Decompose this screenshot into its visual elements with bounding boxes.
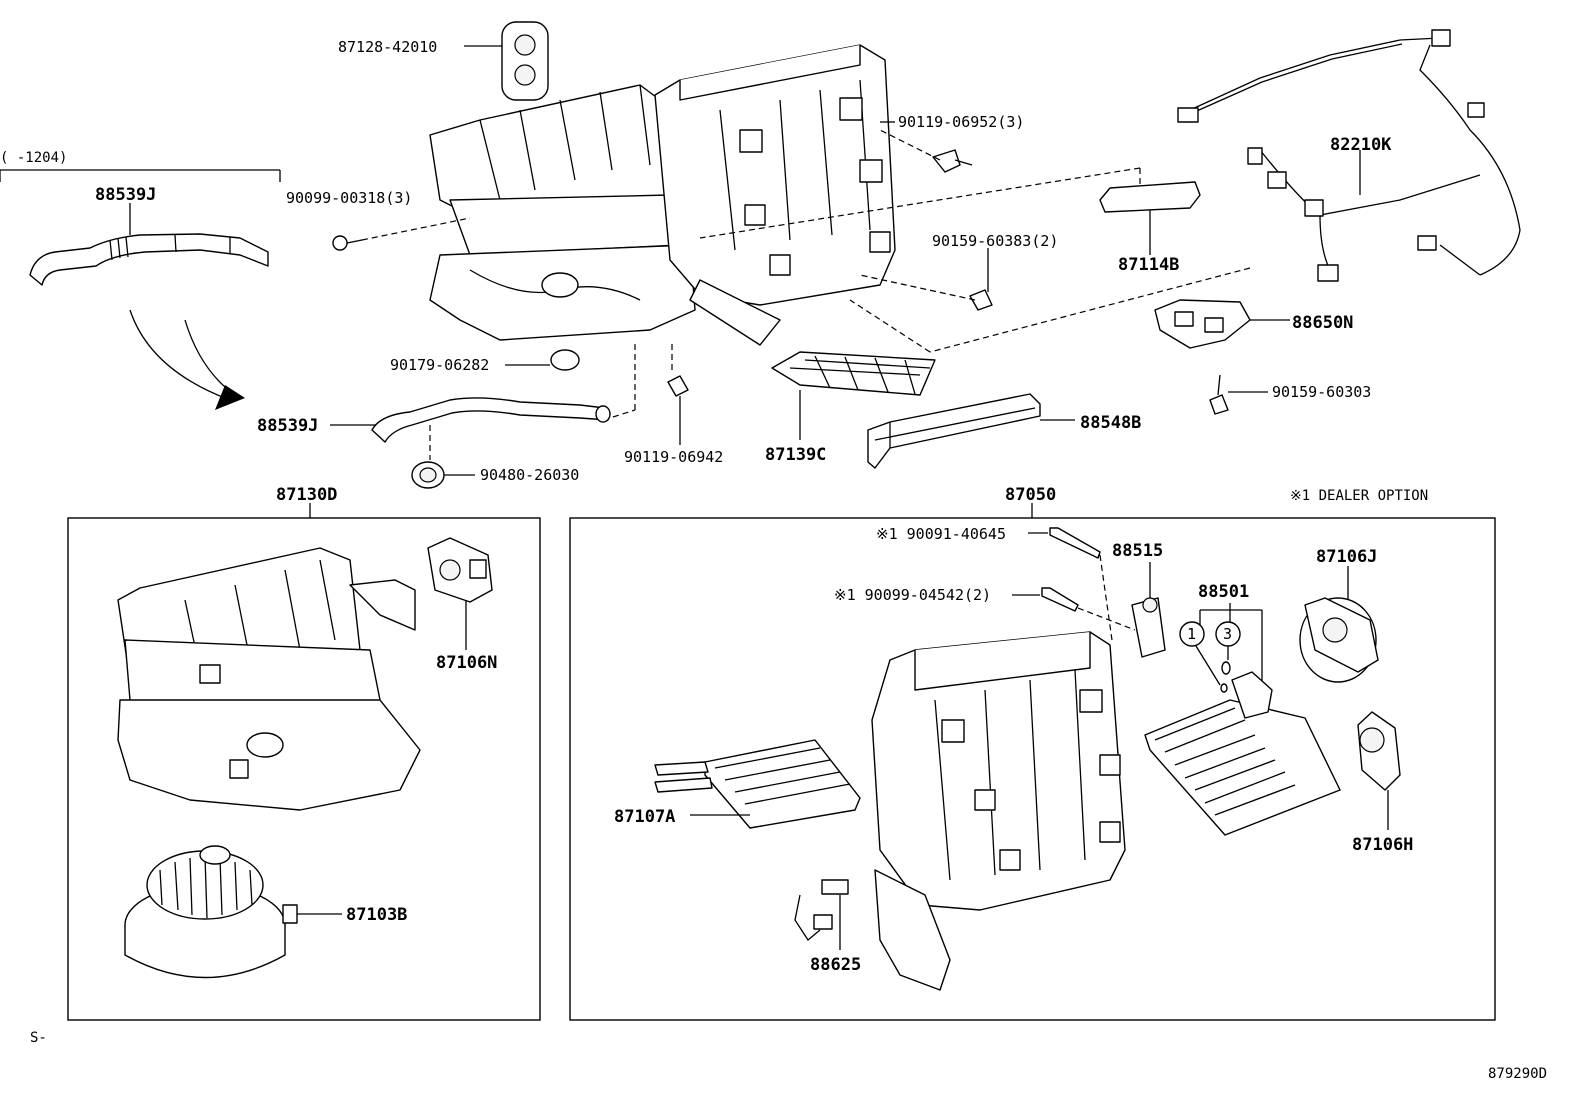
label-87106H: 87106H	[1352, 835, 1413, 855]
plug-90480-26030	[411, 461, 475, 489]
bolt-90099-00318	[332, 235, 363, 251]
label-88625: 88625	[810, 955, 861, 975]
sensor-88625	[794, 879, 849, 950]
blower-motor-87103B	[124, 845, 342, 979]
drain-hose-88539J-mid	[330, 397, 611, 443]
label-90159-60383: 90159-60383(2)	[932, 232, 1058, 250]
evaporator-core	[1144, 671, 1341, 836]
label-87107A: 87107A	[614, 807, 675, 827]
box-87130D	[67, 503, 541, 1021]
bolt-90099-04542	[1012, 587, 1079, 612]
label-dealer-option: ※1 DEALER OPTION	[1290, 488, 1428, 504]
label-90159-60303: 90159-60303	[1272, 383, 1371, 401]
expansion-valve-88515	[1131, 562, 1166, 658]
bolt-90091-40645	[1028, 527, 1101, 559]
heater-core-87107A	[654, 739, 861, 829]
box-87050	[569, 503, 1496, 1021]
heater-case-87050	[871, 631, 1126, 991]
air-filter-88548B	[867, 393, 1075, 469]
label-87106J: 87106J	[1316, 547, 1377, 567]
label-87050: 87050	[1005, 485, 1056, 505]
label-87130D: 87130D	[276, 485, 337, 505]
nut-90179-06282	[505, 349, 580, 371]
label-88548B: 88548B	[1080, 413, 1141, 433]
label-90119-06952: 90119-06952(3)	[898, 113, 1024, 131]
label-88501: 88501	[1198, 582, 1249, 602]
label-88539J-top: 88539J	[95, 185, 156, 205]
label-88515: 88515	[1112, 541, 1163, 561]
screw-90119-06942	[667, 375, 689, 445]
label-circle-1: 1	[1187, 625, 1196, 643]
label-circle-3: 3	[1223, 625, 1232, 643]
label-90099-04542: ※1 90099-04542(2)	[834, 586, 991, 604]
arrow-pointer	[129, 309, 245, 410]
label-range-note: ( -1204)	[0, 150, 67, 166]
label-diagram-id: 879290D	[1488, 1066, 1547, 1082]
screw-90159-60303	[1209, 374, 1268, 415]
label-90099-00318: 90099-00318(3)	[286, 189, 412, 207]
screw-90159-60383	[969, 248, 993, 311]
air-filter-87139C	[771, 351, 936, 440]
servo-motor-87106N	[427, 537, 493, 650]
label-90179-06282: 90179-06282	[390, 356, 489, 374]
evaporator-88501-callout	[1179, 603, 1263, 693]
grommet-87128-42010	[464, 21, 549, 101]
label-90119-06942: 90119-06942	[624, 448, 723, 466]
label-87106N: 87106N	[436, 653, 497, 673]
label-90480-26030: 90480-26030	[480, 466, 579, 484]
servo-motor-87106H	[1357, 711, 1401, 830]
blower-unit-87130D	[117, 547, 421, 811]
sensor-88650N	[1154, 299, 1290, 349]
label-87114B: 87114B	[1118, 255, 1179, 275]
label-corner-s: S-	[30, 1030, 47, 1046]
label-88650N: 88650N	[1292, 313, 1353, 333]
label-87103B: 87103B	[346, 905, 407, 925]
label-82210K: 82210K	[1330, 135, 1392, 155]
screw-90119-06952	[880, 121, 973, 173]
hvac-unit-assembly-top	[429, 44, 896, 346]
drain-hose-88539J-top	[29, 203, 269, 286]
filter-cover-87114B	[1099, 181, 1201, 255]
wire-harness-82210K	[1177, 29, 1521, 282]
servo-motor-87106J	[1299, 566, 1379, 683]
label-87139C: 87139C	[765, 445, 826, 465]
label-90091-40645: ※1 90091-40645	[876, 525, 1006, 543]
range-bracket	[0, 169, 281, 182]
label-88539J-mid: 88539J	[257, 416, 318, 436]
label-87128-42010: 87128-42010	[338, 38, 437, 56]
